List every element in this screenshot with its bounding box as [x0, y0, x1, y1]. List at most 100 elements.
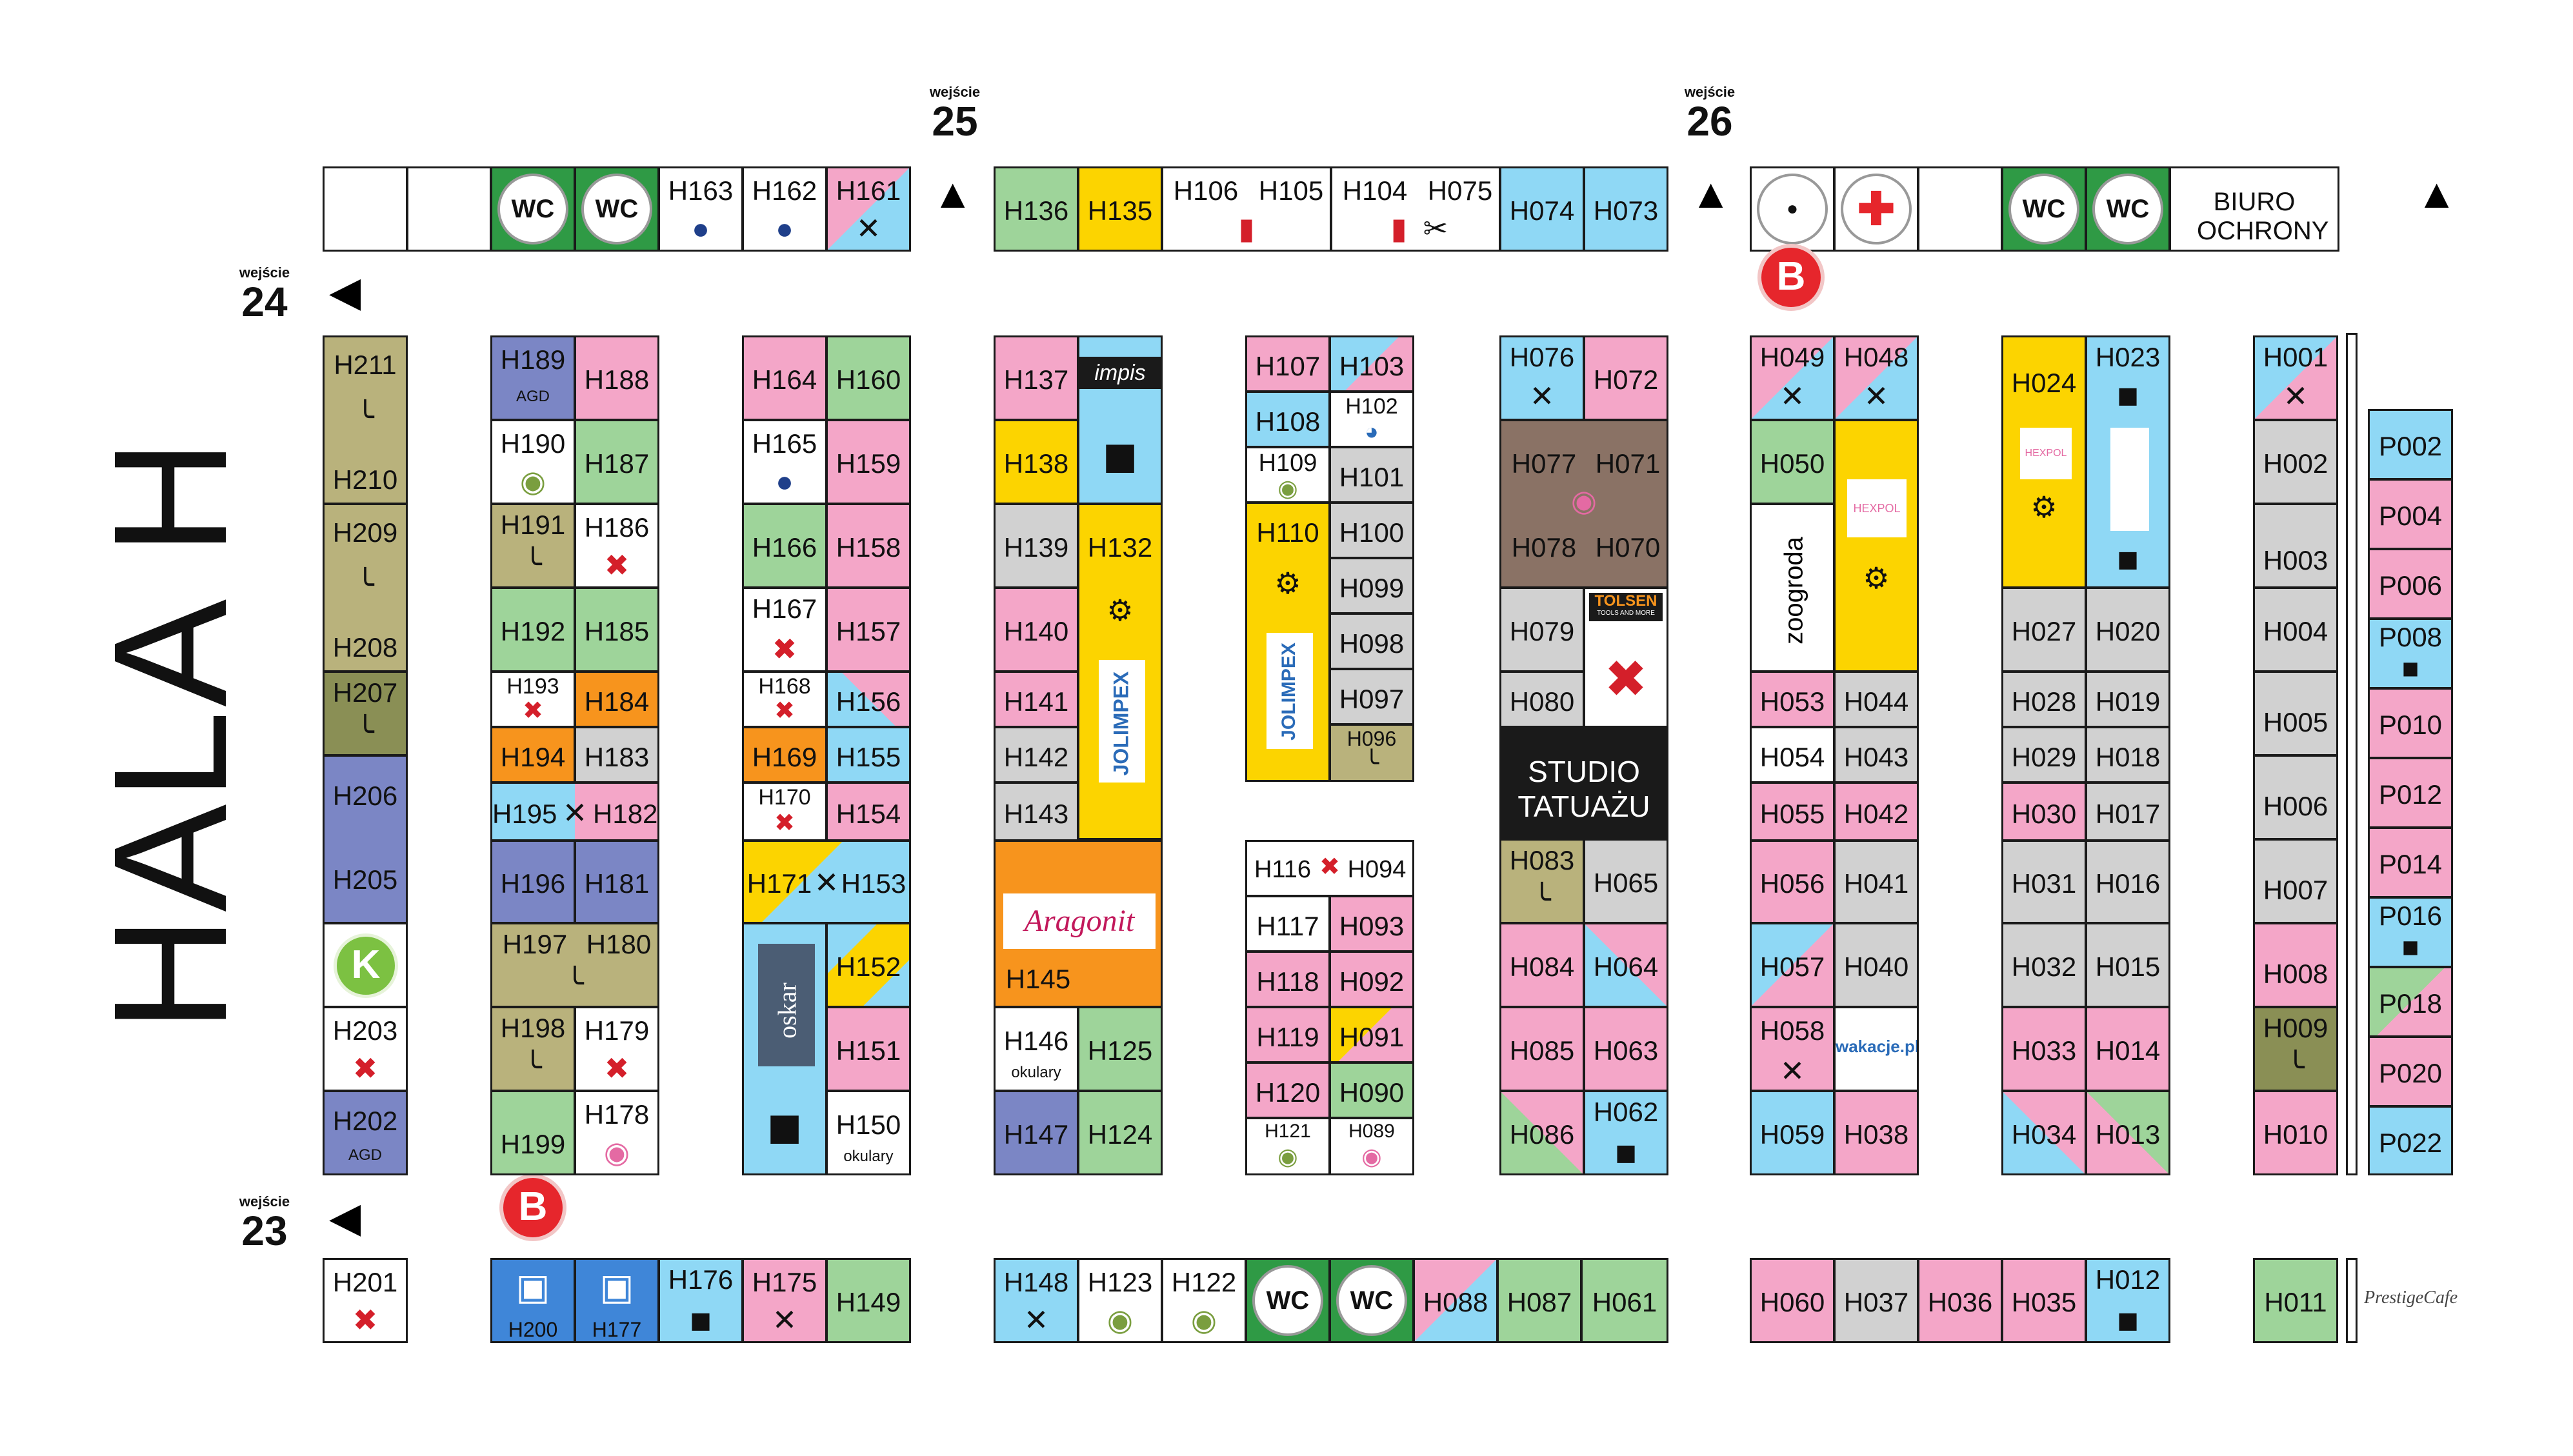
- stall-h157[interactable]: H157: [826, 587, 911, 672]
- stall-k[interactable]: K: [323, 922, 408, 1008]
- stall-h024[interactable]: H024 HEXPOL ⚙: [2001, 335, 2087, 588]
- stall-h072[interactable]: H072: [1583, 335, 1668, 421]
- stall-h109[interactable]: H109◉: [1245, 446, 1330, 503]
- stall-h171-h153[interactable]: H171 ✕ H153: [742, 840, 911, 924]
- stall-h169[interactable]: H169: [742, 726, 827, 783]
- stall-p008[interactable]: P008■: [2368, 618, 2453, 689]
- stall-h103[interactable]: H103: [1329, 335, 1414, 392]
- stall-h124[interactable]: H124: [1077, 1090, 1163, 1175]
- stall-h087[interactable]: H087: [1497, 1258, 1582, 1343]
- stall-h184[interactable]: H184: [574, 671, 659, 728]
- stall-h170[interactable]: H170✖: [742, 782, 827, 841]
- stall-h201[interactable]: H201✖: [323, 1258, 408, 1343]
- stall-h188[interactable]: H188: [574, 335, 659, 421]
- stall-h013[interactable]: H013: [2085, 1090, 2170, 1175]
- stall-h054[interactable]: H054: [1750, 726, 1835, 783]
- stall-p004[interactable]: P004: [2368, 479, 2453, 550]
- stall-h194[interactable]: H194: [490, 726, 576, 783]
- stall-h020[interactable]: H020: [2085, 587, 2170, 672]
- stall-h008[interactable]: H008: [2253, 922, 2338, 1008]
- stall-h035[interactable]: H035: [2001, 1258, 2087, 1343]
- stall-h012[interactable]: H012■: [2085, 1258, 2170, 1343]
- stall-h097[interactable]: H097: [1329, 668, 1414, 725]
- baby-changing-room[interactable]: ●: [1750, 166, 1835, 252]
- stall-h151[interactable]: H151: [826, 1006, 911, 1092]
- stall-h108[interactable]: H108: [1245, 391, 1330, 448]
- stall-h137[interactable]: H137: [994, 335, 1079, 421]
- stall-h036[interactable]: H036: [1917, 1258, 2003, 1343]
- stall-h088[interactable]: H088: [1413, 1258, 1498, 1343]
- stall-h043[interactable]: H043: [1834, 726, 1919, 783]
- stall-p012[interactable]: P012: [2368, 757, 2453, 828]
- stall-h107[interactable]: H107: [1245, 335, 1330, 392]
- stall-h110-jolimpex[interactable]: H110 ⚙ JOLIMPEX: [1245, 502, 1330, 782]
- stall-h162[interactable]: H162●: [742, 166, 827, 252]
- stall-h055[interactable]: H055: [1750, 782, 1835, 841]
- stall-h004[interactable]: H004: [2253, 587, 2338, 672]
- toilet[interactable]: WC: [1329, 1258, 1414, 1343]
- stall-h089[interactable]: H089◉: [1329, 1117, 1414, 1175]
- stall-h122[interactable]: H122◉: [1161, 1258, 1246, 1343]
- stall-h064[interactable]: H064: [1583, 922, 1668, 1008]
- stall-h116-h094[interactable]: H116 ✖ H094: [1245, 840, 1414, 897]
- stall-h200[interactable]: ▣H200: [490, 1258, 576, 1343]
- stall-h147[interactable]: H147: [994, 1090, 1079, 1175]
- stall-h074[interactable]: H074: [1499, 166, 1585, 252]
- stall-p018[interactable]: P018: [2368, 966, 2453, 1037]
- stall-studio-tatuazu[interactable]: STUDIO TATUAŻU: [1499, 726, 1668, 840]
- stall-h117[interactable]: H117: [1245, 895, 1330, 952]
- stall-h167[interactable]: H167✖: [742, 587, 827, 672]
- toilet[interactable]: WC: [1245, 1258, 1330, 1343]
- stall-h181[interactable]: H181: [574, 840, 659, 924]
- stall-h118[interactable]: H118: [1245, 951, 1330, 1008]
- stall-h092[interactable]: H092: [1329, 951, 1414, 1008]
- stall-h027[interactable]: H027: [2001, 587, 2087, 672]
- stall-h190[interactable]: H190◉: [490, 419, 576, 504]
- stall-h009[interactable]: H009╰: [2253, 1006, 2338, 1092]
- stall-h044[interactable]: H044: [1834, 671, 1919, 728]
- stall-h040[interactable]: H040: [1834, 922, 1919, 1008]
- stall-p014[interactable]: P014: [2368, 827, 2453, 898]
- stall-h101[interactable]: H101: [1329, 446, 1414, 503]
- stall-h185[interactable]: H185: [574, 587, 659, 672]
- stall-h209-h208[interactable]: H209╰H208: [323, 503, 408, 672]
- stall-h186[interactable]: H186✖: [574, 503, 659, 588]
- stall-h141[interactable]: H141: [994, 671, 1079, 728]
- stall-h037[interactable]: H037: [1834, 1258, 1919, 1343]
- stall-h093[interactable]: H093: [1329, 895, 1414, 952]
- stall-h192[interactable]: H192: [490, 587, 576, 672]
- stall-h175[interactable]: H175✕: [742, 1258, 827, 1343]
- stall-h038[interactable]: H038: [1834, 1090, 1919, 1175]
- toilet[interactable]: WC: [2085, 166, 2170, 252]
- stall-h154[interactable]: H154: [826, 782, 911, 841]
- stall-h063[interactable]: H063: [1583, 1006, 1668, 1092]
- stall-h030[interactable]: H030: [2001, 782, 2087, 841]
- stall-p002[interactable]: P002: [2368, 409, 2453, 480]
- stall-h135[interactable]: H135: [1077, 166, 1163, 252]
- stall-h148[interactable]: H148✕: [994, 1258, 1079, 1343]
- stall-h145-aragonit[interactable]: Aragonit H145: [994, 840, 1163, 1008]
- stall-p020[interactable]: P020: [2368, 1036, 2453, 1107]
- stall-h098[interactable]: H098: [1329, 613, 1414, 670]
- stall-p006[interactable]: P006: [2368, 548, 2453, 619]
- stall-h003[interactable]: H003: [2253, 503, 2338, 588]
- stall-h166[interactable]: H166: [742, 503, 827, 588]
- stall-h152[interactable]: H152: [826, 922, 911, 1008]
- stall-h158[interactable]: H158: [826, 503, 911, 588]
- stall-h060[interactable]: H060: [1750, 1258, 1835, 1343]
- stall-h161[interactable]: H161✕: [826, 166, 911, 252]
- stall-h106-h105[interactable]: H106 H105 ▮: [1161, 166, 1332, 252]
- stall-h010[interactable]: H010: [2253, 1090, 2338, 1175]
- stall-p010[interactable]: P010: [2368, 688, 2453, 759]
- stall-h178[interactable]: H178◉: [574, 1090, 659, 1175]
- stall-h138[interactable]: H138: [994, 419, 1079, 504]
- stall-h085[interactable]: H085: [1499, 1006, 1585, 1092]
- stall-h102[interactable]: H102◕: [1329, 391, 1414, 448]
- stall-h028[interactable]: H028: [2001, 671, 2087, 728]
- stall-h077-h070[interactable]: H077 H071 ◉ H078 H070: [1499, 419, 1668, 588]
- stall-h139[interactable]: H139: [994, 503, 1079, 588]
- stall-h017[interactable]: H017: [2085, 782, 2170, 841]
- stall-h006[interactable]: H006: [2253, 755, 2338, 840]
- stall-h065[interactable]: H065: [1583, 839, 1668, 924]
